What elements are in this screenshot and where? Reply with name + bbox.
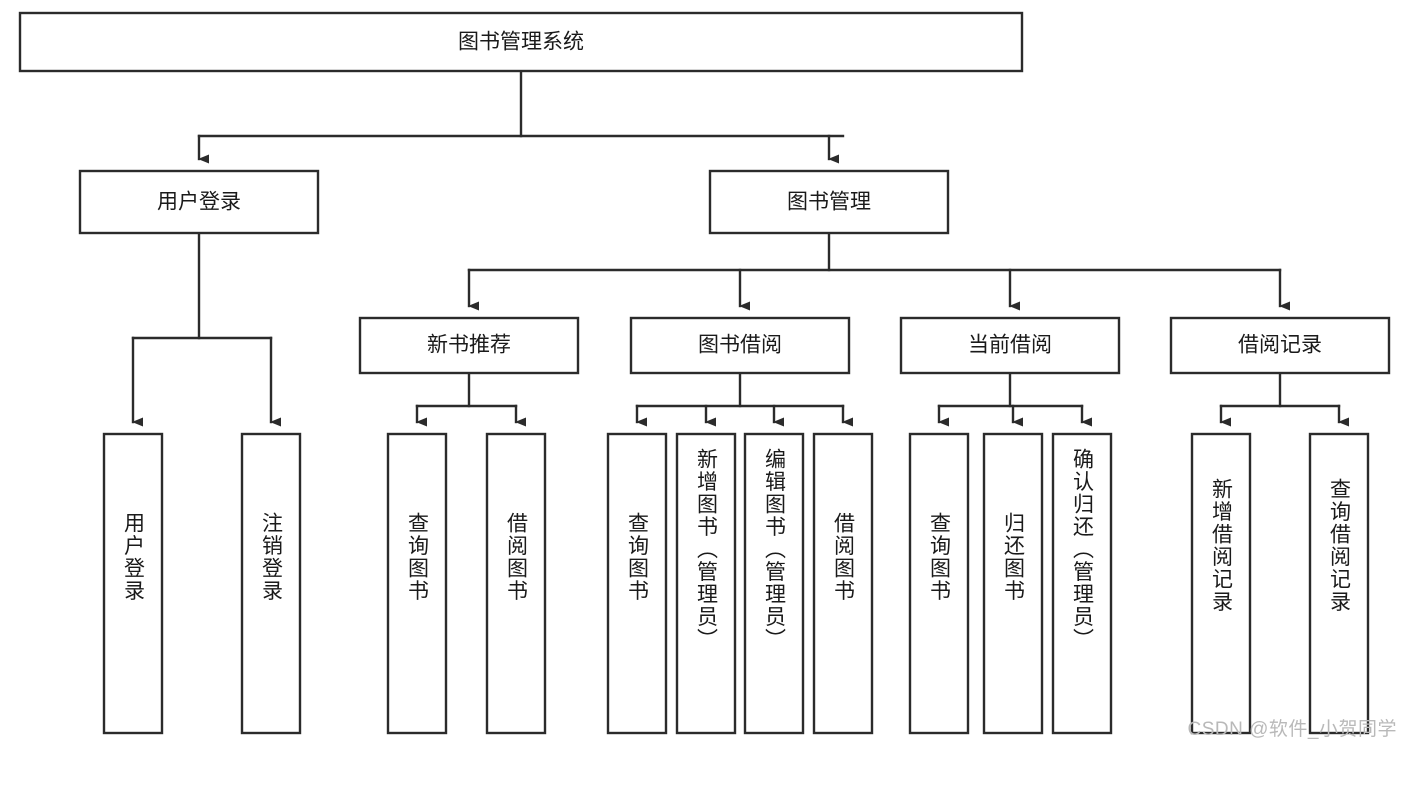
csdn-watermark: CSDN @软件_小贺同学 [1187,719,1397,740]
node-box-leaf-query-book-rec[interactable] [386,432,448,735]
node-label-user-login: 用户登录 [157,191,241,214]
node-box-leaf-add-book[interactable] [675,432,737,735]
node-boxes [18,11,1391,735]
connector-group-book-borrow [635,371,853,427]
node-box-new-book-recommend[interactable] [358,316,580,375]
node-box-leaf-borrow-book-rec[interactable] [485,432,547,735]
node-box-book-borrow[interactable] [629,316,851,375]
node-box-leaf-confirm-return[interactable] [1051,432,1113,735]
node-box-current-borrow[interactable] [899,316,1121,375]
node-box-leaf-return-book[interactable] [982,432,1044,735]
hierarchy-diagram-svg: 图书管理系统 用户登录 图书管理 新书推荐 图书借阅 当前借阅 借阅记录 [18,11,1391,735]
node-label-book-borrow: 图书借阅 [698,334,782,357]
node-box-user-login[interactable] [78,169,320,235]
node-box-leaf-query-book-current[interactable] [908,432,970,735]
connector-group-current-borrow [937,371,1092,427]
node-box-root[interactable] [18,11,1024,73]
node-box-leaf-add-record[interactable] [1190,432,1252,735]
node-label-root: 图书管理系统 [458,31,584,54]
node-box-leaf-query-record[interactable] [1308,432,1370,735]
connector-group-new-book-recommend [415,371,526,427]
node-label-book-management: 图书管理 [787,191,871,214]
node-box-leaf-logout[interactable] [240,432,302,735]
node-label-current-borrow: 当前借阅 [968,334,1052,357]
node-box-leaf-edit-book[interactable] [743,432,805,735]
node-box-book-management[interactable] [708,169,950,235]
connector-group-user-login [131,231,281,427]
node-labels-horizontal: 图书管理系统 用户登录 图书管理 新书推荐 图书借阅 当前借阅 借阅记录 [157,31,1322,357]
connector-group-root [197,69,845,164]
node-label-new-book-recommend: 新书推荐 [427,334,511,357]
node-box-borrow-records[interactable] [1169,316,1391,375]
connector-group-borrow-records [1219,371,1349,427]
node-box-leaf-user-login[interactable] [102,432,164,735]
node-box-leaf-query-book-borrow[interactable] [606,432,668,735]
node-box-leaf-borrow-book[interactable] [812,432,874,735]
node-label-borrow-records: 借阅记录 [1238,334,1322,357]
connector-group-book-management [467,231,1290,311]
diagram-canvas: 图书管理系统 用户登录 图书管理 新书推荐 图书借阅 当前借阅 借阅记录 用户登… [18,11,1397,740]
